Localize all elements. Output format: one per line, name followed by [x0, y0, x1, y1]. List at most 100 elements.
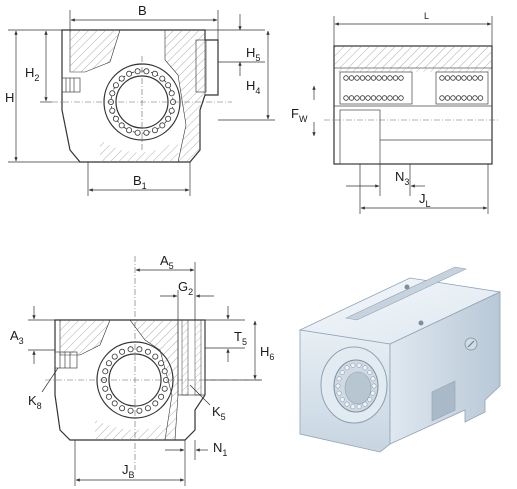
bearing-ball	[143, 68, 150, 75]
bearing-ball	[105, 360, 112, 367]
bearing-ball	[109, 107, 116, 114]
housing-hatch-bottom	[100, 140, 178, 162]
bearing-ball	[461, 95, 467, 101]
bearing-ball	[466, 95, 473, 101]
label-A3: A3	[10, 328, 24, 346]
leader-K5	[189, 384, 211, 406]
bearing-ball	[151, 127, 158, 134]
bearing-ball	[343, 95, 349, 101]
bearing-ball	[134, 68, 141, 75]
bearing-ball	[477, 75, 484, 81]
label-H2: H2	[25, 65, 39, 83]
bearing-ball	[343, 75, 349, 81]
isometric-render	[298, 266, 502, 453]
top-slot	[345, 266, 467, 321]
bearing-ball	[392, 75, 399, 81]
bearing-ball	[344, 401, 350, 407]
front-section-view: B H H2 H5 H4 B1	[5, 3, 275, 196]
label-H: H	[5, 90, 14, 105]
bearing-ball	[356, 404, 362, 410]
label-N3: N3	[395, 169, 409, 187]
side-bearing-balls	[343, 75, 484, 101]
bearing-ball	[367, 370, 373, 375]
label-H6: H6	[260, 344, 274, 362]
label-JL: JL	[419, 191, 431, 209]
label-T5: T5	[234, 329, 247, 347]
bearing-ball	[466, 75, 473, 81]
bearing-ball	[144, 348, 151, 355]
bearing-ball	[359, 95, 366, 101]
side-notch	[431, 380, 456, 422]
bearing-ball	[112, 115, 119, 122]
label-N1: N1	[213, 440, 227, 458]
bearing-ball	[359, 75, 366, 81]
bearing-ball	[354, 95, 360, 101]
variant-hatch-left	[59, 319, 111, 356]
bearing-ball	[143, 129, 150, 136]
bearing-ball	[370, 390, 376, 396]
bearing-ball	[472, 75, 478, 81]
bearing-ball	[159, 122, 166, 129]
bearing-ball	[165, 115, 172, 122]
bearing-ball	[450, 75, 456, 81]
bearing-ball	[444, 75, 451, 81]
bearing-ball	[367, 397, 373, 402]
bearing-ball	[118, 75, 125, 82]
bearing-ball	[376, 95, 382, 101]
bearing-ball	[118, 122, 125, 129]
bearing-ball	[159, 75, 166, 82]
bearing-ball	[392, 95, 399, 101]
bearing-ball	[371, 383, 377, 389]
bearing-ball	[102, 368, 109, 375]
bearing-ball	[336, 390, 342, 396]
clamp-slot	[195, 39, 207, 93]
bearing-ball	[158, 393, 165, 400]
bearing-ball	[339, 370, 345, 375]
bearing-ball	[127, 346, 134, 353]
bearing-ball	[168, 107, 175, 114]
bearing-ball	[344, 365, 350, 371]
bearing-ball	[439, 75, 445, 81]
bearing-ball	[158, 360, 165, 367]
bearing-ball	[109, 90, 116, 97]
side-hatch-mid	[334, 68, 492, 72]
render-bearing-balls	[335, 362, 377, 410]
bearing-ball	[362, 401, 368, 407]
bearing-sleeve-right	[435, 71, 489, 105]
bearing-ball	[165, 82, 172, 89]
bearing-ball	[161, 368, 168, 375]
bearing-ball	[152, 400, 159, 407]
bearing-ball	[370, 75, 377, 81]
variant-slot	[177, 319, 206, 396]
bearing-ball	[362, 365, 368, 371]
label-H4: H4	[246, 78, 260, 96]
bearing-ball	[398, 75, 404, 81]
bearing-ball	[335, 383, 341, 389]
top-hole-back	[404, 284, 410, 290]
bearing-ball	[439, 95, 445, 101]
label-L: L	[424, 11, 429, 21]
bearing-ball	[111, 400, 118, 407]
bearing-ball	[134, 129, 141, 136]
bearing-ball	[365, 75, 371, 81]
label-FW: FW	[291, 106, 308, 124]
bearing-ball	[356, 362, 362, 368]
side-lower-block	[339, 109, 381, 165]
bearing-ball	[444, 95, 451, 101]
bearing-ball	[387, 95, 393, 101]
housing-hatch-left	[69, 29, 121, 73]
bearing-ball	[455, 75, 462, 81]
leader-K8	[41, 367, 59, 393]
bearing-ball	[348, 95, 355, 101]
side-section-view: L FW N3 JL	[291, 11, 500, 214]
label-K5: K5	[212, 404, 226, 422]
bearing-ball	[350, 362, 356, 368]
bearing-ball	[370, 95, 377, 101]
bearing-ball	[365, 95, 371, 101]
bearing-ball	[339, 397, 345, 402]
bearing-ball	[126, 70, 133, 77]
bearing-ball	[136, 407, 143, 414]
bearing-ball	[381, 75, 388, 81]
bearing-ball	[387, 75, 393, 81]
label-K8: K8	[28, 393, 42, 411]
